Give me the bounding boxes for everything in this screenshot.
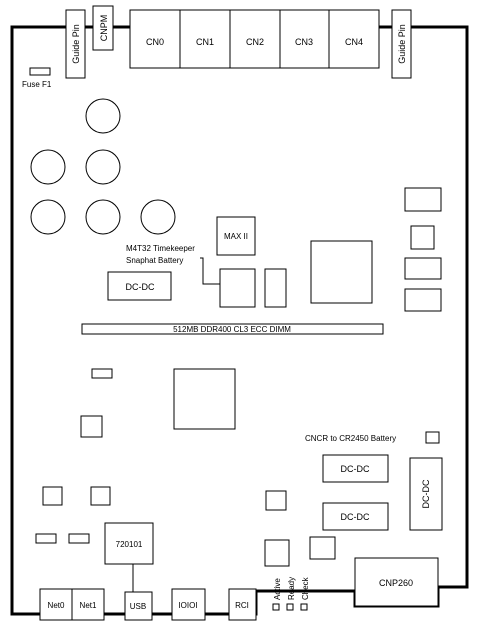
component: [91, 368, 113, 379]
board-outline: [10, 25, 469, 616]
component: [35, 533, 57, 544]
cnpm-connector: [92, 5, 114, 51]
net0-connector: [39, 588, 73, 621]
dimm-label: 512MB DDR400 CL3 ECC DIMM: [173, 325, 291, 334]
led-check: [300, 603, 308, 611]
timekeeper-label-line1: M4T32 Timekeeper: [126, 244, 195, 253]
net0-label: Net0: [48, 601, 65, 610]
rci-label: RCI: [235, 601, 249, 610]
battery-label: CNCR to CR2450 Battery: [305, 434, 396, 443]
battery-connector: [425, 431, 440, 444]
led-ready: [286, 603, 294, 611]
capacitor: [85, 199, 121, 235]
rci-connector: [228, 588, 257, 621]
cn4-label: CN4: [345, 37, 363, 47]
serial-label: IOIOI: [178, 601, 197, 610]
component: [90, 486, 111, 506]
dc-dc-vertical-label: DC-DC: [421, 479, 431, 508]
guide-pin-left-label: Guide Pin: [71, 24, 81, 64]
fuse-label: Fuse F1: [22, 80, 52, 89]
component: [410, 225, 435, 250]
cn1-label: CN1: [196, 37, 214, 47]
max-ii-chip: [216, 216, 256, 256]
dc-dc-right-bottom: [322, 502, 389, 531]
timekeeper-chip: [219, 268, 256, 308]
guide-pin-left: [65, 9, 86, 79]
component: [309, 536, 336, 560]
usb-hub-chip: [104, 522, 154, 565]
cn3-label: CN3: [295, 37, 313, 47]
capacitor: [140, 199, 176, 235]
component: [80, 415, 103, 438]
cnpm-label: CNPM: [99, 15, 109, 42]
component: [68, 533, 90, 544]
fuse-f1: [29, 67, 51, 76]
cn3-connector: [279, 9, 330, 69]
dc-dc-right-bottom-label: DC-DC: [341, 512, 370, 522]
guide-pin-right: [391, 9, 412, 79]
component: [404, 257, 442, 280]
net1-connector: [71, 588, 105, 621]
led-ready-label: Ready: [287, 577, 296, 600]
net1-label: Net1: [80, 601, 97, 610]
led-active-label: Active: [273, 578, 282, 600]
dimm-slot: [81, 323, 384, 335]
dc-dc-vertical: [409, 457, 443, 531]
capacitor: [85, 149, 121, 185]
max-ii-label: MAX II: [224, 232, 248, 241]
component: [404, 187, 442, 212]
dc-dc-right-top: [322, 454, 389, 483]
small-chip: [264, 268, 287, 308]
capacitor: [85, 98, 121, 134]
dc-dc-left-label: DC-DC: [126, 282, 155, 292]
cn2-label: CN2: [246, 37, 264, 47]
dc-dc-right-top-label: DC-DC: [341, 464, 370, 474]
capacitor: [30, 199, 66, 235]
timekeeper-label-line2: Snaphat Battery: [126, 256, 183, 265]
cn0-label: CN0: [146, 37, 164, 47]
cpu-chip: [173, 368, 236, 430]
usb-label: USB: [130, 602, 146, 611]
leader-line: [200, 257, 220, 285]
capacitor: [30, 149, 66, 185]
component: [42, 486, 63, 506]
led-check-label: Check: [301, 576, 310, 600]
guide-pin-right-label: Guide Pin: [397, 24, 407, 64]
cn4-connector: [328, 9, 380, 69]
large-chip: [310, 240, 373, 304]
cnp260-connector: [354, 557, 439, 607]
cnp260-label: CNP260: [379, 578, 413, 588]
dc-dc-left: [107, 271, 172, 301]
component: [404, 288, 442, 312]
usb-hub-chip-label: 720101: [116, 540, 143, 549]
component: [264, 539, 290, 567]
serial-connector: [171, 588, 206, 621]
component: [265, 490, 287, 511]
led-active: [272, 603, 280, 611]
usb-connector: [124, 591, 153, 621]
cn0-connector: [129, 9, 181, 69]
